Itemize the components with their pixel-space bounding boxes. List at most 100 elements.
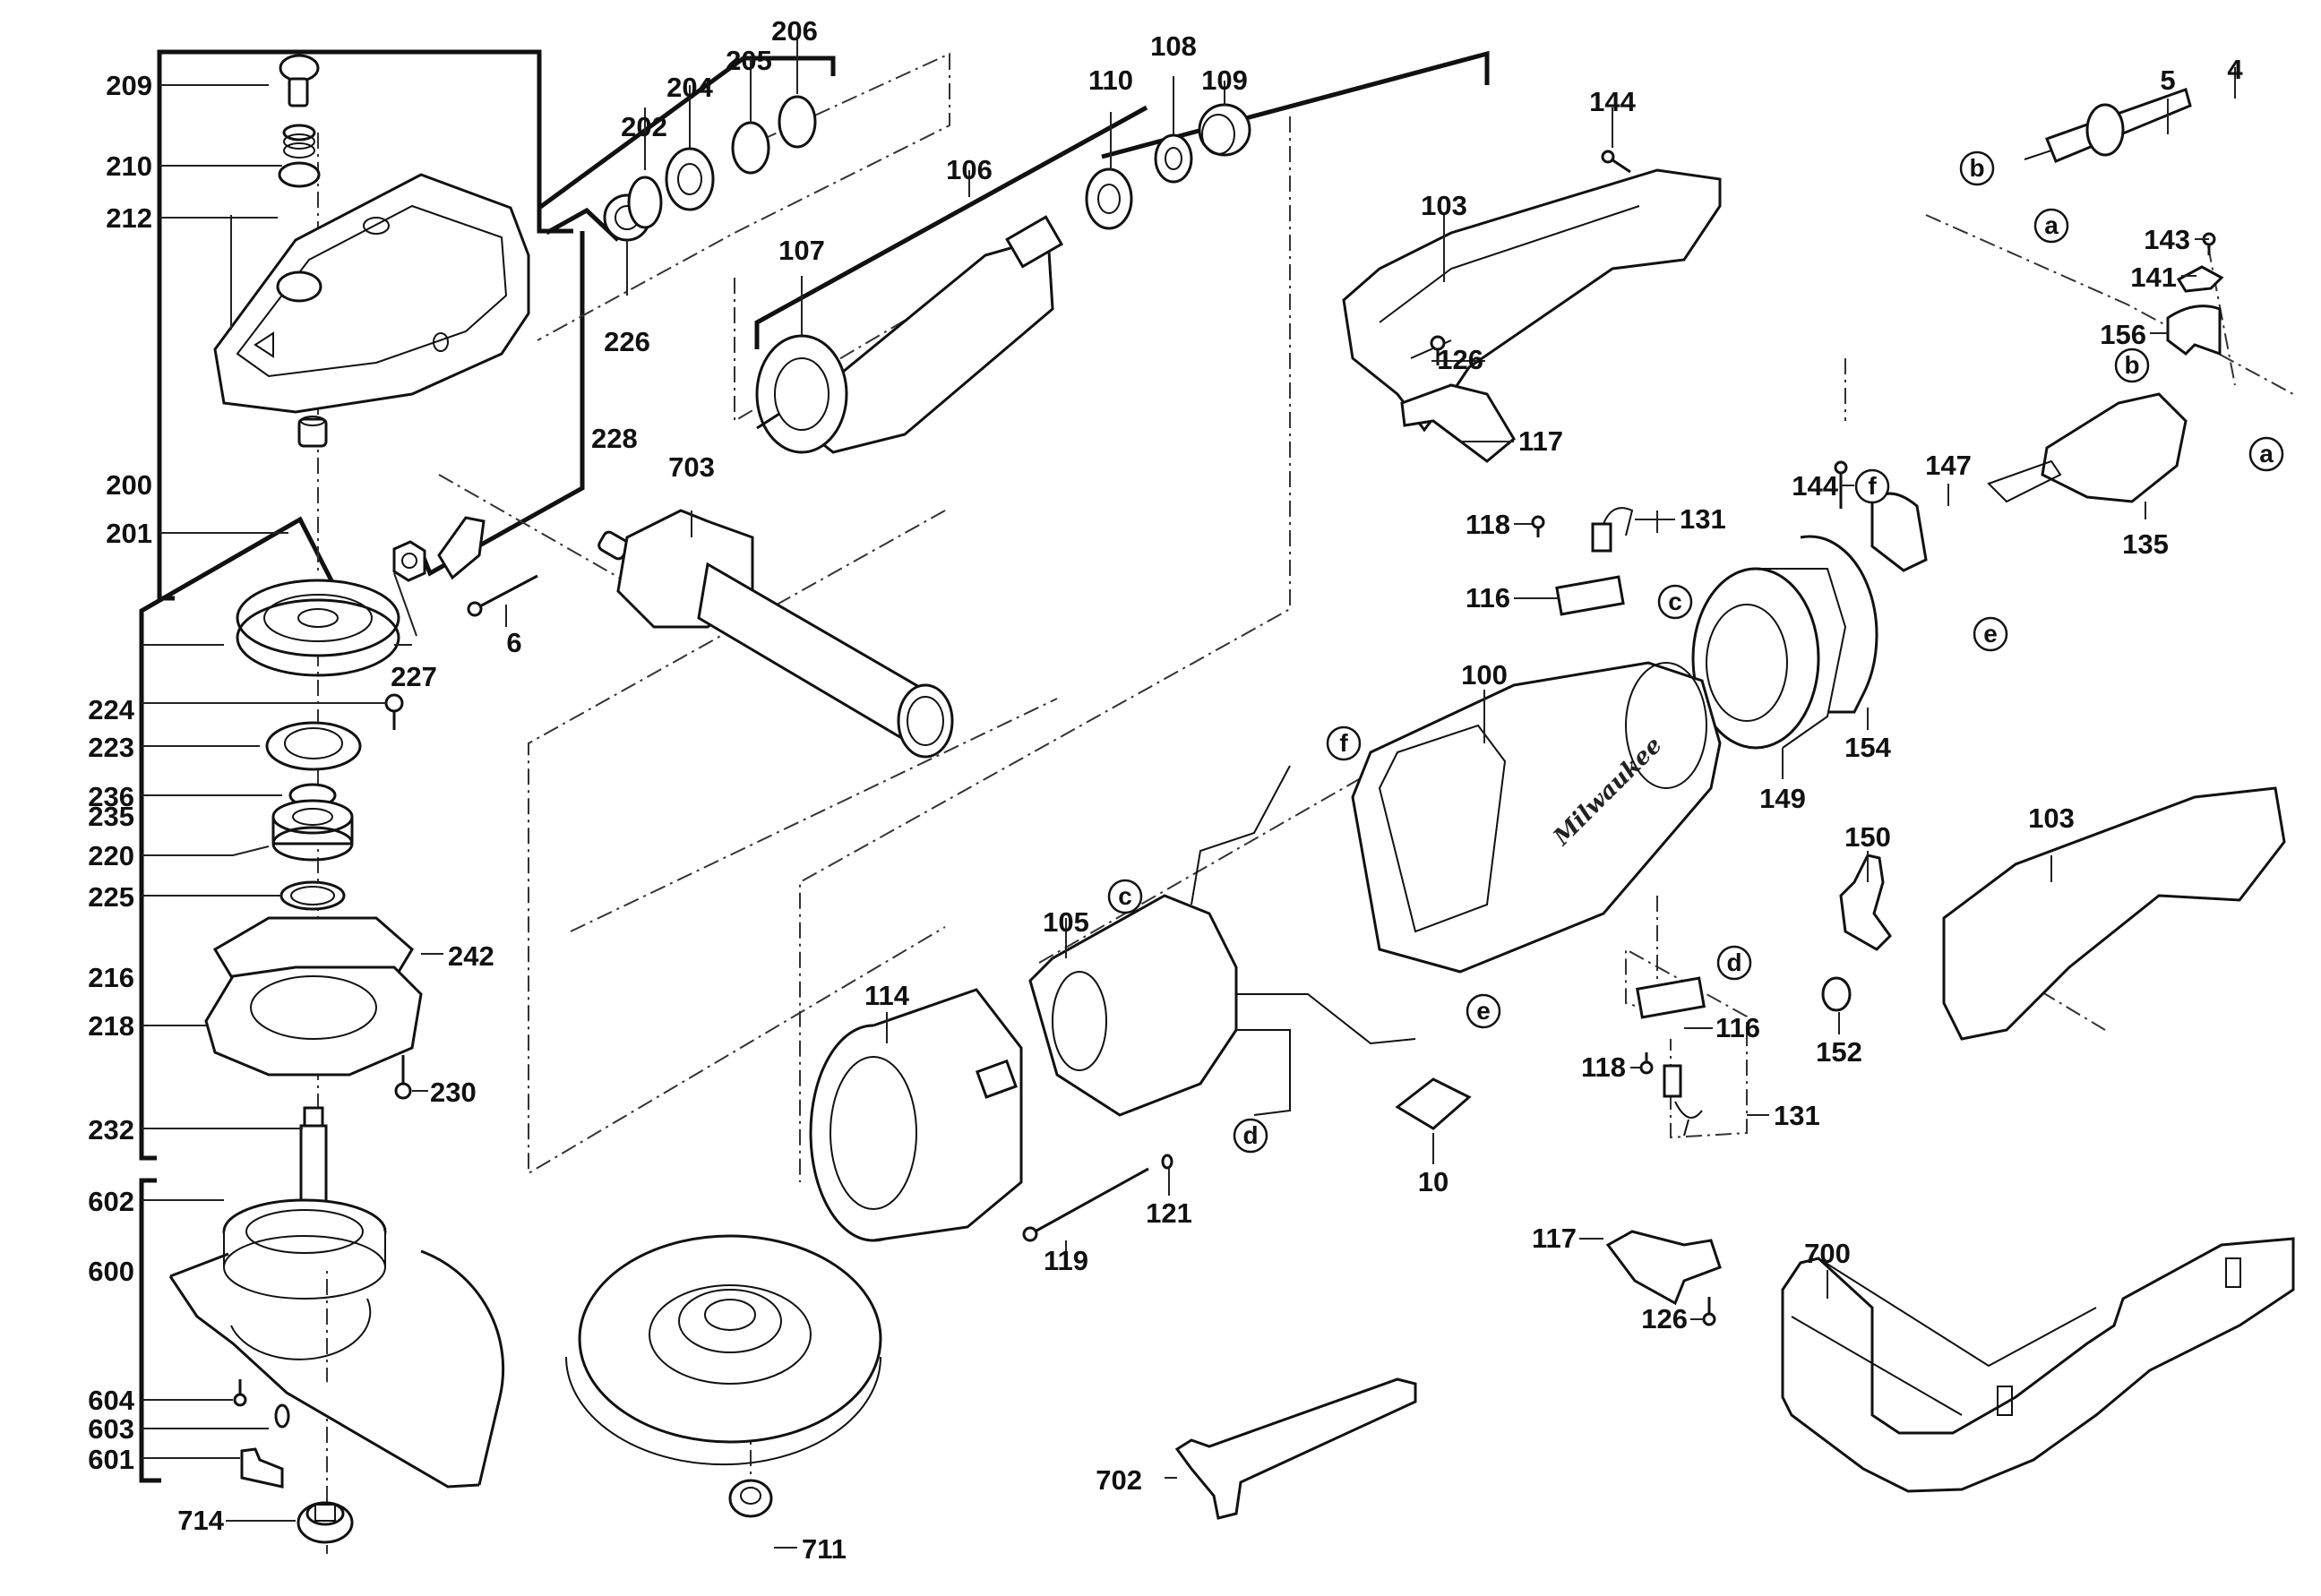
part-108-ball-bearing	[1154, 133, 1193, 184]
callout-label-118a: 118	[1466, 509, 1510, 540]
connector-letter: a	[2259, 440, 2274, 468]
connector-circle	[1233, 1118, 1268, 1154]
connector-circle	[2033, 208, 2069, 244]
callout-label-144a: 144	[1589, 86, 1636, 117]
callout-label-230: 230	[430, 1077, 477, 1108]
connector-marker-a2: a	[2248, 436, 2284, 472]
callout-label-225: 225	[88, 881, 134, 913]
part-224-screw	[384, 693, 404, 730]
bracket-guard-600	[139, 1178, 161, 1483]
part-110-ball-bearing	[1085, 167, 1133, 230]
callout-label-143: 143	[2144, 224, 2190, 255]
connector-circle	[1716, 945, 1752, 981]
connector-letter: d	[1726, 948, 1741, 976]
part-121-washer	[1161, 1154, 1173, 1170]
connector-marker-f2: f	[1326, 725, 1362, 761]
connector-letter: c	[1118, 882, 1132, 910]
callout-label-703: 703	[668, 451, 715, 483]
part-205-ring	[731, 121, 770, 175]
part-202-washer	[627, 176, 663, 229]
callout-label-150: 150	[1844, 821, 1891, 853]
callout-label-103a: 103	[1421, 190, 1467, 221]
callout-label-206: 206	[771, 15, 818, 47]
callout-label-10: 10	[1418, 1166, 1448, 1197]
part-119-screw	[1022, 1167, 1149, 1242]
part-144-screw-lower	[1834, 460, 1848, 509]
part-6-screw	[467, 574, 538, 617]
group-brackets	[139, 49, 1490, 1483]
connector-letter: f	[1868, 472, 1877, 500]
part-4-5-power-cord-and-strain-relief	[2024, 88, 2192, 163]
part-220-ball-bearing	[271, 799, 354, 862]
part-204-ball-bearing	[665, 147, 715, 211]
part-714-inner-flange	[297, 1501, 354, 1544]
callout-label-144b: 144	[1792, 470, 1838, 502]
part-209-spindle-lock-button	[279, 54, 320, 107]
callout-label-152: 152	[1816, 1036, 1862, 1068]
callout-label-107: 107	[778, 235, 825, 266]
callout-label-141: 141	[2130, 262, 2177, 293]
part-141-cord-clamp	[2176, 265, 2224, 293]
callout-label-126a: 126	[1437, 344, 1483, 375]
part-143-screw	[2202, 232, 2216, 255]
callout-label-149: 149	[1759, 783, 1806, 814]
callout-label-224: 224	[88, 694, 134, 725]
callout-label-108: 108	[1150, 30, 1197, 62]
callout-label-216: 216	[88, 962, 134, 993]
connector-letter: b	[2124, 351, 2139, 379]
part-103-handle-half-upper	[1342, 168, 1722, 433]
callout-label-103b: 103	[2028, 802, 2075, 834]
connector-marker-b1: b	[1959, 150, 1995, 186]
part-223-bearing-plate	[265, 721, 362, 771]
connector-circle	[1466, 993, 1501, 1029]
connector-marker-e1: e	[1973, 616, 2008, 652]
callout-label-117b: 117	[1532, 1223, 1577, 1254]
part-114-baffle	[809, 988, 1023, 1242]
part-711-flange-nut	[728, 1479, 773, 1518]
part-227-nut	[392, 540, 426, 582]
part-105-field-coil	[1028, 765, 1416, 1117]
part-152-spring	[1821, 976, 1852, 1012]
part-206-retaining-ring	[778, 95, 817, 149]
parts: Milwaukee	[168, 54, 2295, 1544]
connector-circle	[1326, 725, 1362, 761]
callout-label-154: 154	[1844, 732, 1891, 763]
part-131-carbon-brush-lower	[1663, 1064, 1703, 1137]
part-200-gear-case	[213, 173, 530, 414]
callout-label-220: 220	[88, 840, 134, 871]
callout-label-121: 121	[1146, 1197, 1192, 1229]
part-117-brush-cover-upper	[1400, 383, 1516, 463]
part-107-armature	[755, 215, 1064, 454]
callout-label-242: 242	[448, 940, 494, 972]
callout-label-226: 226	[604, 326, 650, 357]
part-201-bushing	[297, 416, 328, 448]
part-147-switch-cover	[1870, 492, 1928, 572]
part-703-side-handle	[597, 509, 954, 759]
callout-label-105: 105	[1043, 906, 1089, 938]
part-100-motor-housing: Milwaukee	[1351, 661, 1722, 974]
connector-circle	[1657, 584, 1693, 620]
connector-letter: e	[1476, 997, 1491, 1025]
part-156-cord-cover	[2166, 305, 2222, 356]
callout-label-106: 106	[946, 154, 993, 185]
part-103-handle-half-lower	[1942, 786, 2286, 1041]
connector-circle	[1959, 150, 1995, 186]
part-603-spring	[274, 1403, 290, 1429]
connector-letter: d	[1242, 1121, 1258, 1149]
connector-marker-e2: e	[1466, 993, 1501, 1029]
callout-label-700: 700	[1804, 1238, 1851, 1269]
connector-letter: b	[1969, 154, 1984, 182]
callout-label-235: 235	[88, 801, 134, 832]
part-118-screw-lower	[1639, 1052, 1654, 1075]
part-117-brush-cover-lower	[1605, 1230, 1722, 1306]
callout-label-109: 109	[1201, 64, 1248, 96]
part-218-spindle-housing	[204, 965, 423, 1077]
connector-marker-b2: b	[2114, 348, 2150, 383]
connector-circle	[2248, 436, 2284, 472]
callout-label-604: 604	[88, 1385, 134, 1416]
part-grinding-wheel	[565, 1234, 882, 1466]
callout-label-117a: 117	[1518, 425, 1563, 457]
part-149-rear-housing	[1691, 567, 1847, 750]
callout-label-116a: 116	[1466, 582, 1510, 614]
part-109-bearing-cap	[1198, 103, 1251, 157]
